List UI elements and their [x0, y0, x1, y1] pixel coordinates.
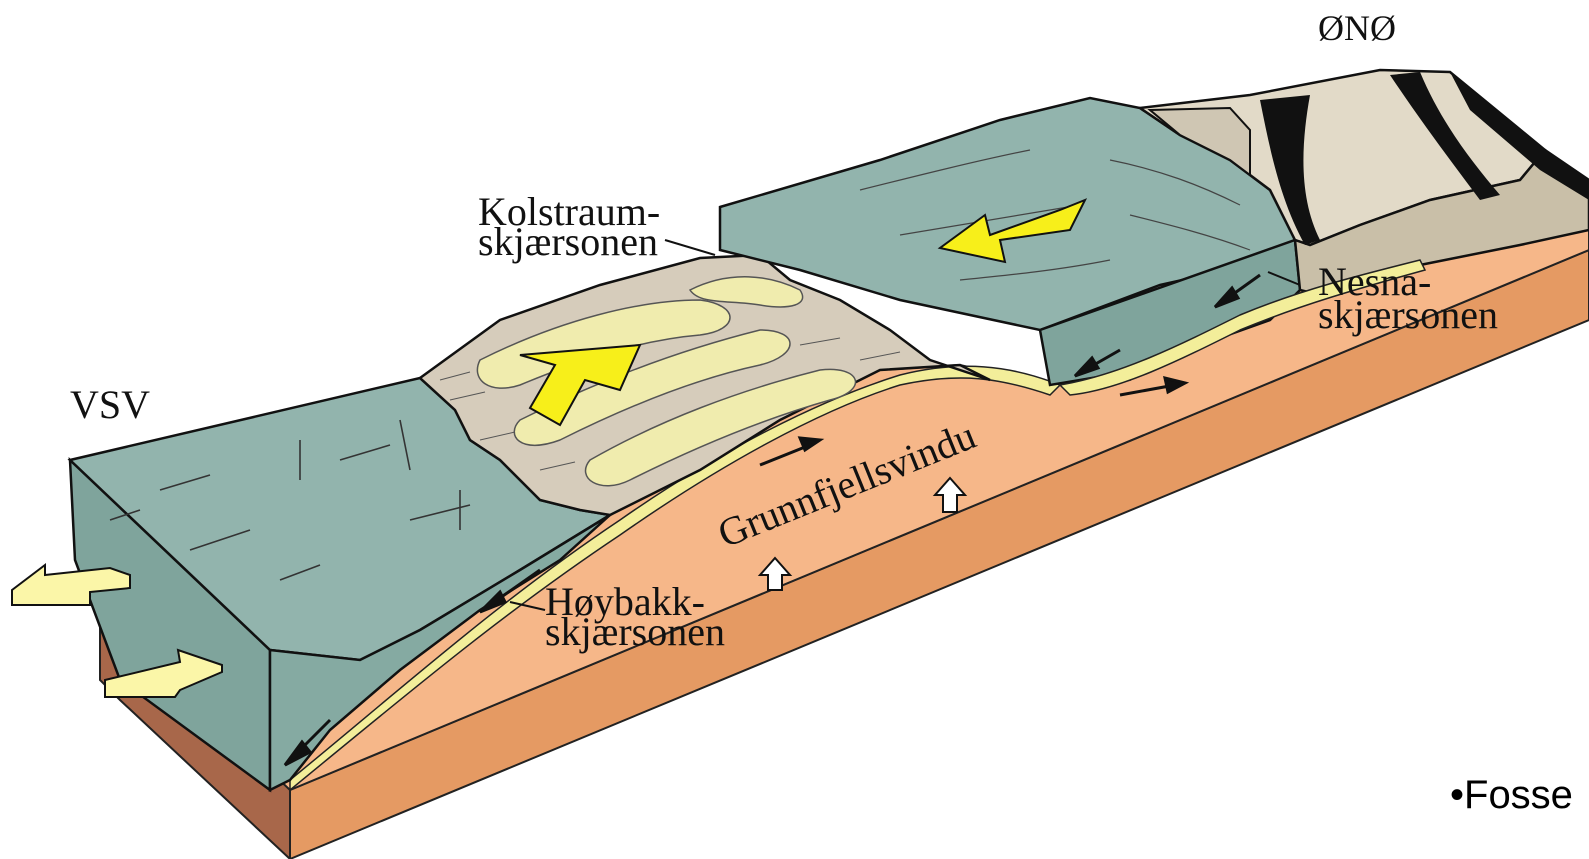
- credit-text: •Fosse: [1450, 773, 1573, 817]
- label-hoybakk-line2: skjærsonen: [545, 609, 725, 654]
- label-east: ØNØ: [1318, 8, 1396, 48]
- label-west: VSV: [70, 382, 150, 427]
- label-nesna-line2: skjærsonen: [1318, 292, 1498, 337]
- label-kolstraum-line2: skjærsonen: [478, 219, 658, 264]
